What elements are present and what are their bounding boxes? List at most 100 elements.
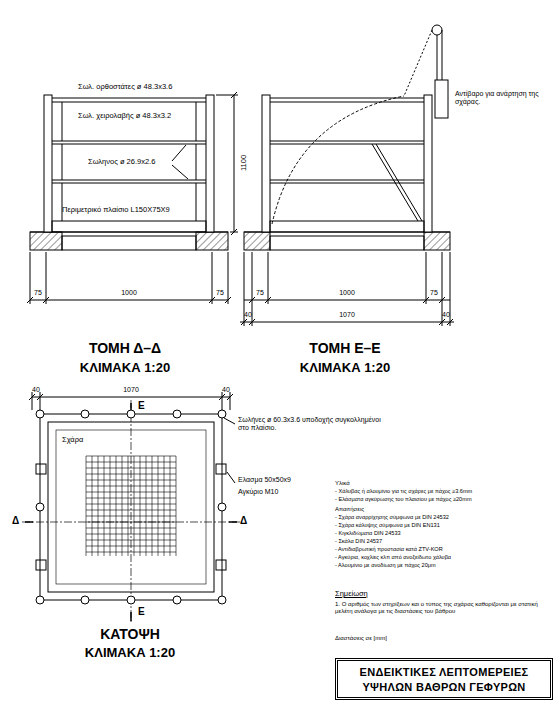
section-dd-stroke bbox=[62, 183, 63, 221]
plan-view-stroke-stroke bbox=[176, 456, 177, 556]
dimension-value: 1100 bbox=[240, 155, 249, 171]
plan-view-stroke bbox=[32, 392, 33, 410]
note-text: - Σχάρα αναρρίχησης σύμφωνα με DIN 24532 bbox=[335, 514, 449, 520]
section-ee bbox=[240, 25, 454, 326]
plan-view-stroke-stroke bbox=[164, 456, 165, 556]
dimension-value: 40 bbox=[32, 386, 40, 394]
section-dd-stroke bbox=[206, 95, 214, 232]
section-ee-stroke bbox=[270, 180, 424, 181]
section-dd-stroke bbox=[228, 252, 229, 304]
plan-view-stroke-stroke bbox=[81, 596, 89, 604]
section-dd bbox=[30, 95, 238, 304]
note-text: - Σκάλα DIN 24537 bbox=[335, 538, 382, 544]
section-ee-stroke bbox=[270, 221, 424, 232]
dimension-ticks-stroke bbox=[219, 394, 225, 400]
dimension-ticks-stroke bbox=[225, 297, 231, 303]
plan-view-stroke-stroke bbox=[92, 456, 93, 556]
plan-view-stroke-stroke bbox=[218, 503, 226, 511]
section-ee-stroke bbox=[268, 252, 269, 304]
section-dd-stroke bbox=[44, 95, 52, 232]
section-dd-stroke bbox=[172, 145, 186, 161]
plan-view-stroke-stroke bbox=[146, 456, 147, 556]
plan-view-stroke bbox=[227, 472, 235, 483]
section-dd-stroke bbox=[52, 183, 206, 184]
section-ee-stroke bbox=[442, 30, 443, 80]
dimension-ticks-stroke bbox=[209, 297, 215, 303]
dimension-ticks-stroke bbox=[37, 394, 43, 400]
plan-view-stroke bbox=[130, 612, 132, 621]
view-title: ΤΟΜΗ Δ–Δ bbox=[89, 340, 161, 356]
plan-view-stroke bbox=[25, 521, 237, 523]
plan-view-stroke bbox=[216, 560, 226, 570]
section-ee-stroke bbox=[442, 252, 443, 304]
section-ee-stroke bbox=[270, 98, 424, 99]
dimension-ticks-stroke bbox=[439, 319, 445, 325]
view-title: ΤΟΜΗ Ε–Ε bbox=[309, 340, 380, 356]
section-ee-stroke bbox=[244, 300, 450, 301]
part-callout: Αγκύριο M10 bbox=[238, 488, 278, 496]
section-ee-stroke bbox=[262, 95, 270, 232]
section-ee-stroke bbox=[376, 144, 422, 221]
plan-view-stroke-stroke bbox=[127, 410, 135, 418]
note-text: - Ελάσματα αγκύρωσης του πλαισίου με πάχ… bbox=[335, 496, 472, 502]
dimension-value: 75 bbox=[256, 289, 264, 297]
plan-view-stroke bbox=[40, 392, 41, 410]
dimension-ticks-stroke bbox=[439, 297, 445, 303]
drawing-sheet-stroke bbox=[22, 25, 454, 622]
part-callout: Σωλ. χειρολαβής ø 48.3x3.2 bbox=[78, 112, 171, 121]
note-text: Σημείωση bbox=[335, 590, 368, 599]
note-text: - Χάλυβας ή αλουμίνιο για τις σχάρες με … bbox=[335, 488, 472, 494]
section-dd-stroke bbox=[52, 102, 206, 103]
section-mark: Δ bbox=[240, 515, 247, 527]
view-title: ΚΛΙΜΑΚΑ 1:20 bbox=[300, 361, 390, 376]
section-dd-stroke bbox=[30, 252, 31, 304]
dimension-ticks-stroke bbox=[29, 394, 35, 400]
dimension-ticks-stroke bbox=[241, 319, 247, 325]
note-text: Διαστάσεις σε [mm] bbox=[335, 635, 387, 642]
view-title: ΚΑΤΟΨΗ bbox=[100, 626, 160, 642]
dimension-ticks bbox=[27, 92, 453, 400]
plan-view-stroke-stroke bbox=[140, 456, 141, 556]
section-ee-stroke bbox=[270, 144, 424, 145]
section-mark: Ε bbox=[138, 606, 145, 618]
section-dd-stroke bbox=[46, 252, 47, 304]
plan-view-stroke-stroke bbox=[98, 456, 99, 556]
dimension-ticks-stroke bbox=[27, 297, 33, 303]
plan-view-stroke bbox=[36, 464, 46, 474]
section-dd-stroke bbox=[52, 141, 206, 142]
view-title: ΚΛΙΜΑΚΑ 1:20 bbox=[80, 361, 170, 376]
section-dd-stroke bbox=[62, 102, 63, 141]
part-callout: Σχάρα bbox=[62, 436, 83, 445]
section-mark: Ε bbox=[138, 400, 145, 412]
dimension-ticks-stroke bbox=[265, 297, 271, 303]
section-mark: Δ bbox=[12, 515, 19, 527]
dimension-ticks-stroke bbox=[231, 92, 237, 98]
plan-view-stroke-stroke bbox=[158, 456, 159, 556]
view-title: ΚΛΙΜΑΚΑ 1:20 bbox=[85, 646, 175, 661]
plan-view-stroke bbox=[32, 397, 230, 398]
dimension-value: 40 bbox=[222, 386, 230, 394]
plan-view-stroke bbox=[22, 522, 240, 523]
dimension-ticks-stroke bbox=[423, 297, 429, 303]
plan-view-stroke bbox=[230, 392, 231, 410]
plan-view-stroke bbox=[36, 410, 226, 604]
dimension-value: 75 bbox=[34, 289, 42, 297]
part-callout: Αντίβαρο για ανάρτηση της σχάρας. bbox=[455, 90, 547, 106]
part-callout: Σωλ. ορθοστάτες ø 48.3x3.6 bbox=[78, 83, 172, 92]
title-block: ΕΝΔΕΙΚΤΙΚΕΣ ΛΕΠΤΟΜΕΡΕΙΕΣ ΥΨΗΛΩΝ ΒΑΘΡΩΝ Γ… bbox=[335, 658, 553, 700]
plan-view-stroke-stroke bbox=[86, 456, 87, 556]
note-text: - Αντιδιαβρωτική προστασία κατά ZTV-KOR bbox=[335, 546, 443, 552]
dimension-value: 1070 bbox=[123, 386, 139, 394]
plan-view bbox=[22, 392, 240, 622]
plan-view-stroke bbox=[222, 392, 223, 410]
dimension-value: 1000 bbox=[339, 289, 355, 297]
note-text: - Αλουμίνιο με ανοδίωση με πάχος 20μm bbox=[335, 562, 436, 568]
plan-view-stroke-stroke bbox=[218, 410, 226, 418]
section-dd-stroke bbox=[212, 252, 213, 304]
section-ee-stroke bbox=[272, 96, 404, 224]
part-callout: Σωλήνες ø 60.3x3.6 υποδοχής συγκολλημένο… bbox=[238, 416, 388, 432]
note-text: - Σχάρα κάλυψης σύμφωνα με DIN EN131 bbox=[335, 522, 440, 528]
part-callout: Σωληνος ø 26.9x2.6 bbox=[88, 158, 155, 167]
plan-view-stroke-stroke bbox=[36, 596, 44, 604]
part-callout: Ελασμα 50x50x9 bbox=[238, 476, 291, 484]
